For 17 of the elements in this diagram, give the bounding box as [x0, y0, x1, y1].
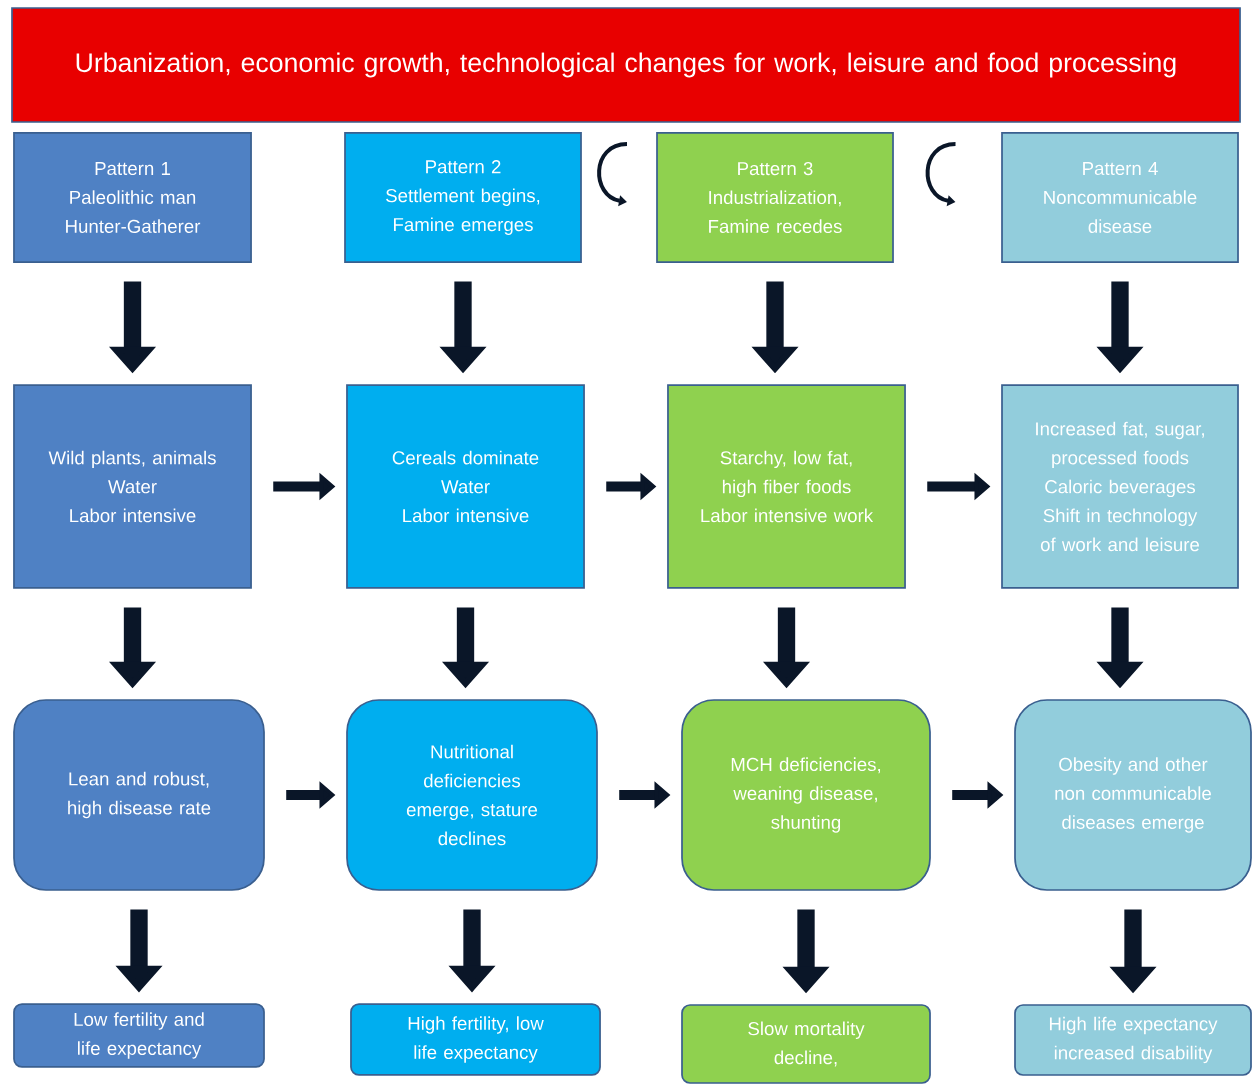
- outcome-box: MCH deficiencies, weaning disease, shunting: [681, 699, 931, 891]
- pattern-box: Pattern 1 Paleolithic man Hunter-Gatherer: [13, 132, 252, 263]
- outcome-box: Lean and robust, high disease rate: [13, 699, 265, 891]
- result-box: High life expectancy increased disability: [1014, 1004, 1252, 1076]
- outcome-box: Nutritional deficiencies emerge, stature declines: [346, 699, 598, 891]
- result-box: High fertility, low life expectancy: [350, 1003, 601, 1076]
- header-box: Urbanization, economic growth, technological changes for work, leisure and food processing: [11, 7, 1241, 123]
- process-box: Cereals dominate Water Labor intensive: [346, 384, 585, 589]
- process-box: Wild plants, animals Water Labor intensive: [13, 384, 252, 589]
- result-box: Slow mortality decline,: [681, 1004, 931, 1084]
- process-box: Starchy, low fat, high fiber foods Labor intensive work: [667, 384, 906, 589]
- result-box: Low fertility and life expectancy: [13, 1003, 265, 1068]
- pattern-box: Pattern 2 Settlement begins, Famine emerges: [344, 132, 582, 263]
- pattern-box: Pattern 4 Noncommunicable disease: [1001, 132, 1239, 263]
- process-box: Increased fat, sugar, processed foods Caloric beverages Shift in technology of work and leisure: [1001, 384, 1239, 589]
- outcome-box: Obesity and other non communicable diseases emerge: [1014, 699, 1252, 891]
- pattern-box: Pattern 3 Industrialization, Famine recedes: [656, 132, 894, 263]
